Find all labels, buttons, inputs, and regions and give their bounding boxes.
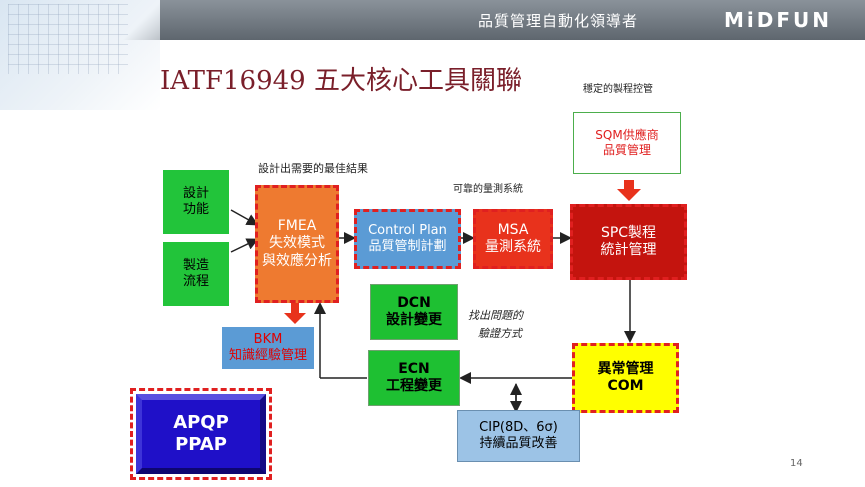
header-subtitle: 品質管理自動化領導者 — [478, 12, 639, 30]
control-plan-box: Control Plan 品質管制計劃 — [354, 209, 461, 269]
dcn-box: DCN 設計變更 — [370, 284, 458, 340]
fmea-line2: 失效模式 — [269, 235, 325, 252]
design-function-line1: 設計 — [182, 185, 209, 201]
page-number: 14 — [790, 458, 803, 469]
stable-control-note: 穩定的製程控管 — [583, 84, 653, 95]
fmea-line3: 與效應分析 — [262, 252, 332, 269]
com-line2: COM — [607, 378, 644, 394]
spc-box: SPC製程 統計管理 — [570, 204, 687, 280]
msa-line2: 量測系統 — [485, 239, 541, 255]
bkm-line1: BKM — [253, 331, 283, 347]
fmea-box: FMEA 失效模式 與效應分析 — [255, 185, 339, 303]
com-line1: 異常管理 — [597, 360, 654, 377]
spc-line1: SPC製程 — [600, 224, 657, 241]
measurement-note: 可靠的量測系統 — [453, 184, 523, 195]
find-problem-note-line1: 找出問題的 — [468, 309, 523, 322]
ecn-line1: ECN — [398, 360, 430, 377]
fmea-line1: FMEA — [277, 217, 317, 234]
midfun-logo: MiDFUN — [724, 8, 832, 32]
cip-box: CIP(8D、6σ) 持續品質改善 — [457, 410, 580, 462]
apqp-line1: APQP — [173, 411, 229, 433]
apqp-dashed-frame — [130, 388, 272, 480]
control-plan-line1: Control Plan — [368, 222, 447, 238]
ecn-line2: 工程變更 — [386, 378, 442, 394]
msa-line1: MSA — [497, 221, 529, 238]
design-function-box: 設計 功能 — [163, 170, 229, 234]
header-grid-decoration — [8, 4, 128, 74]
spc-line2: 統計管理 — [600, 242, 657, 258]
dcn-line2: 設計變更 — [386, 312, 442, 328]
msa-box: MSA 量測系統 — [473, 209, 553, 269]
control-plan-line2: 品質管制計劃 — [368, 239, 447, 254]
manufacturing-process-box: 製造 流程 — [163, 242, 229, 306]
manufacturing-process-line1: 製造 — [182, 257, 209, 273]
apqp-ppap-box: APQP PPAP — [136, 394, 266, 474]
com-box: 異常管理 COM — [572, 343, 679, 413]
design-result-note: 設計出需要的最佳結果 — [258, 162, 368, 175]
apqp-line2: PPAP — [175, 434, 227, 455]
design-function-line2: 功能 — [182, 202, 209, 217]
manufacturing-process-line2: 流程 — [182, 274, 209, 289]
bkm-box: BKM 知識經驗管理 — [222, 327, 314, 369]
sqm-line2: 品質管理 — [602, 143, 651, 157]
find-problem-note-line2: 驗證方式 — [478, 327, 522, 340]
sqm-box: SQM供應商 品質管理 — [573, 112, 681, 174]
sqm-line1: SQM供應商 — [595, 128, 659, 142]
header-decoration — [0, 0, 160, 110]
cip-line1: CIP(8D、6σ) — [479, 419, 558, 435]
dcn-line1: DCN — [397, 294, 431, 311]
cip-line2: 持續品質改善 — [479, 436, 558, 451]
bkm-line2: 知識經驗管理 — [228, 348, 307, 363]
ecn-box: ECN 工程變更 — [368, 350, 460, 406]
slide-title: IATF16949 五大核心工具關聯 — [160, 66, 522, 96]
